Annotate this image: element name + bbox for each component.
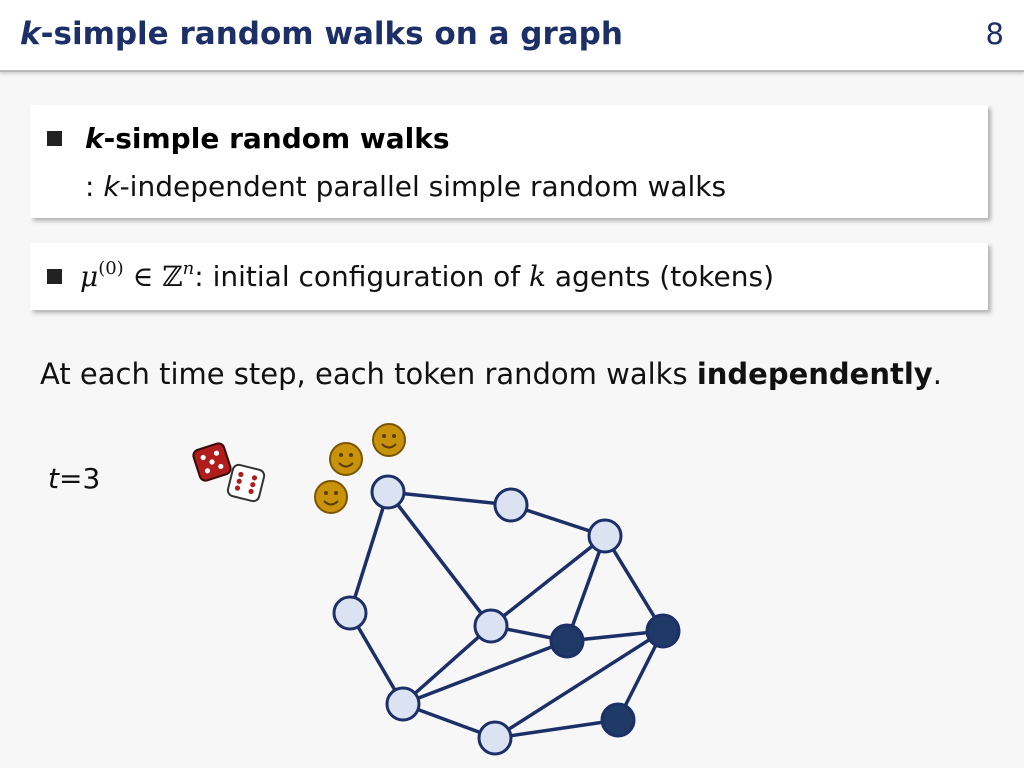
- graph-edge: [387, 490, 512, 507]
- slide-title: k-simple random walks on a graph: [20, 16, 623, 52]
- graph-edge: [603, 535, 665, 632]
- graph-node: [493, 487, 529, 523]
- definition-heading: k-simple random walks: [85, 122, 450, 155]
- graph-edge: [402, 639, 568, 706]
- graph-edge: [386, 490, 493, 628]
- configuration-text: μ(0) ∈ ℤn: initial configuration of k ag…: [80, 258, 775, 293]
- red-die-icon: [192, 442, 232, 482]
- description-sentence: At each time step, each token random wal…: [40, 357, 942, 391]
- graph-node: [477, 720, 513, 756]
- smiley-token-icon: [372, 423, 406, 457]
- graph-edge: [494, 718, 619, 740]
- graph-edge: [348, 612, 405, 705]
- configuration-box: μ(0) ∈ ℤn: initial configuration of k ag…: [30, 243, 988, 310]
- graph-edge: [348, 491, 390, 614]
- graph-node-occupied: [645, 613, 681, 649]
- graph-edge: [565, 535, 607, 642]
- time-step-label: t=3: [48, 462, 101, 495]
- square-bullet-icon: [47, 131, 62, 146]
- definition-text: : k-independent parallel simple random w…: [85, 170, 727, 203]
- smiley-token-icon: [314, 480, 348, 514]
- graph-node: [370, 474, 406, 510]
- smiley-token-icon: [329, 442, 363, 476]
- graph-node: [385, 686, 421, 722]
- graph-node: [473, 608, 509, 644]
- graph-node: [332, 595, 368, 631]
- page-number: 8: [985, 17, 1004, 51]
- graph-edge: [401, 624, 493, 706]
- white-die-icon: [226, 463, 266, 503]
- definition-box: k-simple random walks : k-independent pa…: [30, 105, 988, 218]
- graph-node-occupied: [600, 702, 636, 738]
- graph-edge: [494, 629, 664, 740]
- square-bullet-icon: [47, 269, 62, 284]
- graph-edge: [489, 534, 607, 628]
- graph-node-occupied: [549, 623, 585, 659]
- slide-header: k-simple random walks on a graph 8: [0, 0, 1024, 72]
- graph-node: [587, 518, 623, 554]
